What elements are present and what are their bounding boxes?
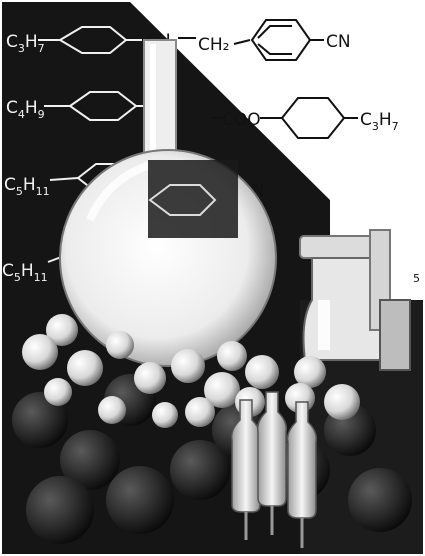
svg-text:C3H7: C3H7 [6, 32, 45, 55]
formula-row4-sub: 5 [413, 272, 420, 285]
glass-ampoules [230, 391, 318, 548]
formula-row1-ch2: CH₂ [198, 35, 229, 55]
glass-bottle [299, 229, 411, 371]
svg-text:C5H11: C5H11 [2, 261, 48, 284]
formula-row1-c: C [6, 32, 18, 52]
formula-row1-cn: CN [326, 32, 351, 52]
round-bottom-flask [59, 39, 277, 367]
svg-text:C4H9: C4H9 [6, 98, 45, 121]
svg-text:C3H7: C3H7 [360, 110, 399, 133]
formula-labels-left: C3H7 C4H9 C5H11 C5H11 [2, 32, 50, 284]
ring-structures-right [178, 19, 358, 139]
svg-text:C5H11: C5H11 [4, 175, 50, 198]
formula-row2-coo: COO [222, 110, 261, 130]
